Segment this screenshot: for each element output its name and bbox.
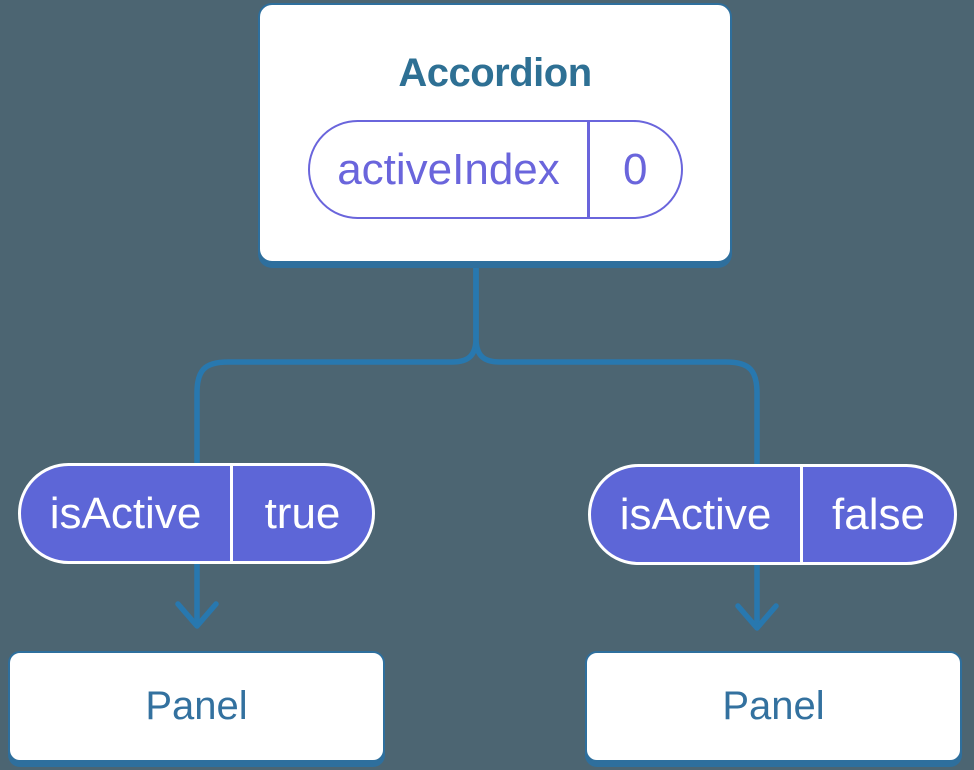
branch-line-left — [194, 260, 479, 471]
panel-card-right: Panel — [585, 651, 962, 762]
state-pill-activeindex: activeIndex 0 — [308, 120, 683, 219]
pill-divider — [230, 466, 233, 561]
panel-card-left: Panel — [8, 651, 385, 762]
prop-pill-isactive-left: isActive true — [18, 463, 375, 564]
pill-divider — [587, 122, 590, 217]
prop-value: true — [264, 488, 341, 538]
prop-name: isActive — [49, 488, 202, 538]
pill-divider — [800, 467, 803, 562]
prop-value: false — [832, 489, 925, 539]
accordion-title: Accordion — [398, 51, 592, 95]
arrow-down-icon — [735, 603, 779, 631]
panel-title: Panel — [722, 684, 825, 728]
prop-pill-isactive-right: isActive false — [588, 464, 957, 565]
state-name: activeIndex — [337, 144, 560, 194]
accordion-card: Accordion activeIndex 0 — [258, 3, 732, 263]
state-value: 0 — [623, 144, 648, 194]
branch-line-right — [473, 260, 760, 473]
arrow-down-icon — [175, 601, 219, 629]
prop-name: isActive — [619, 489, 772, 539]
panel-title: Panel — [145, 684, 248, 728]
